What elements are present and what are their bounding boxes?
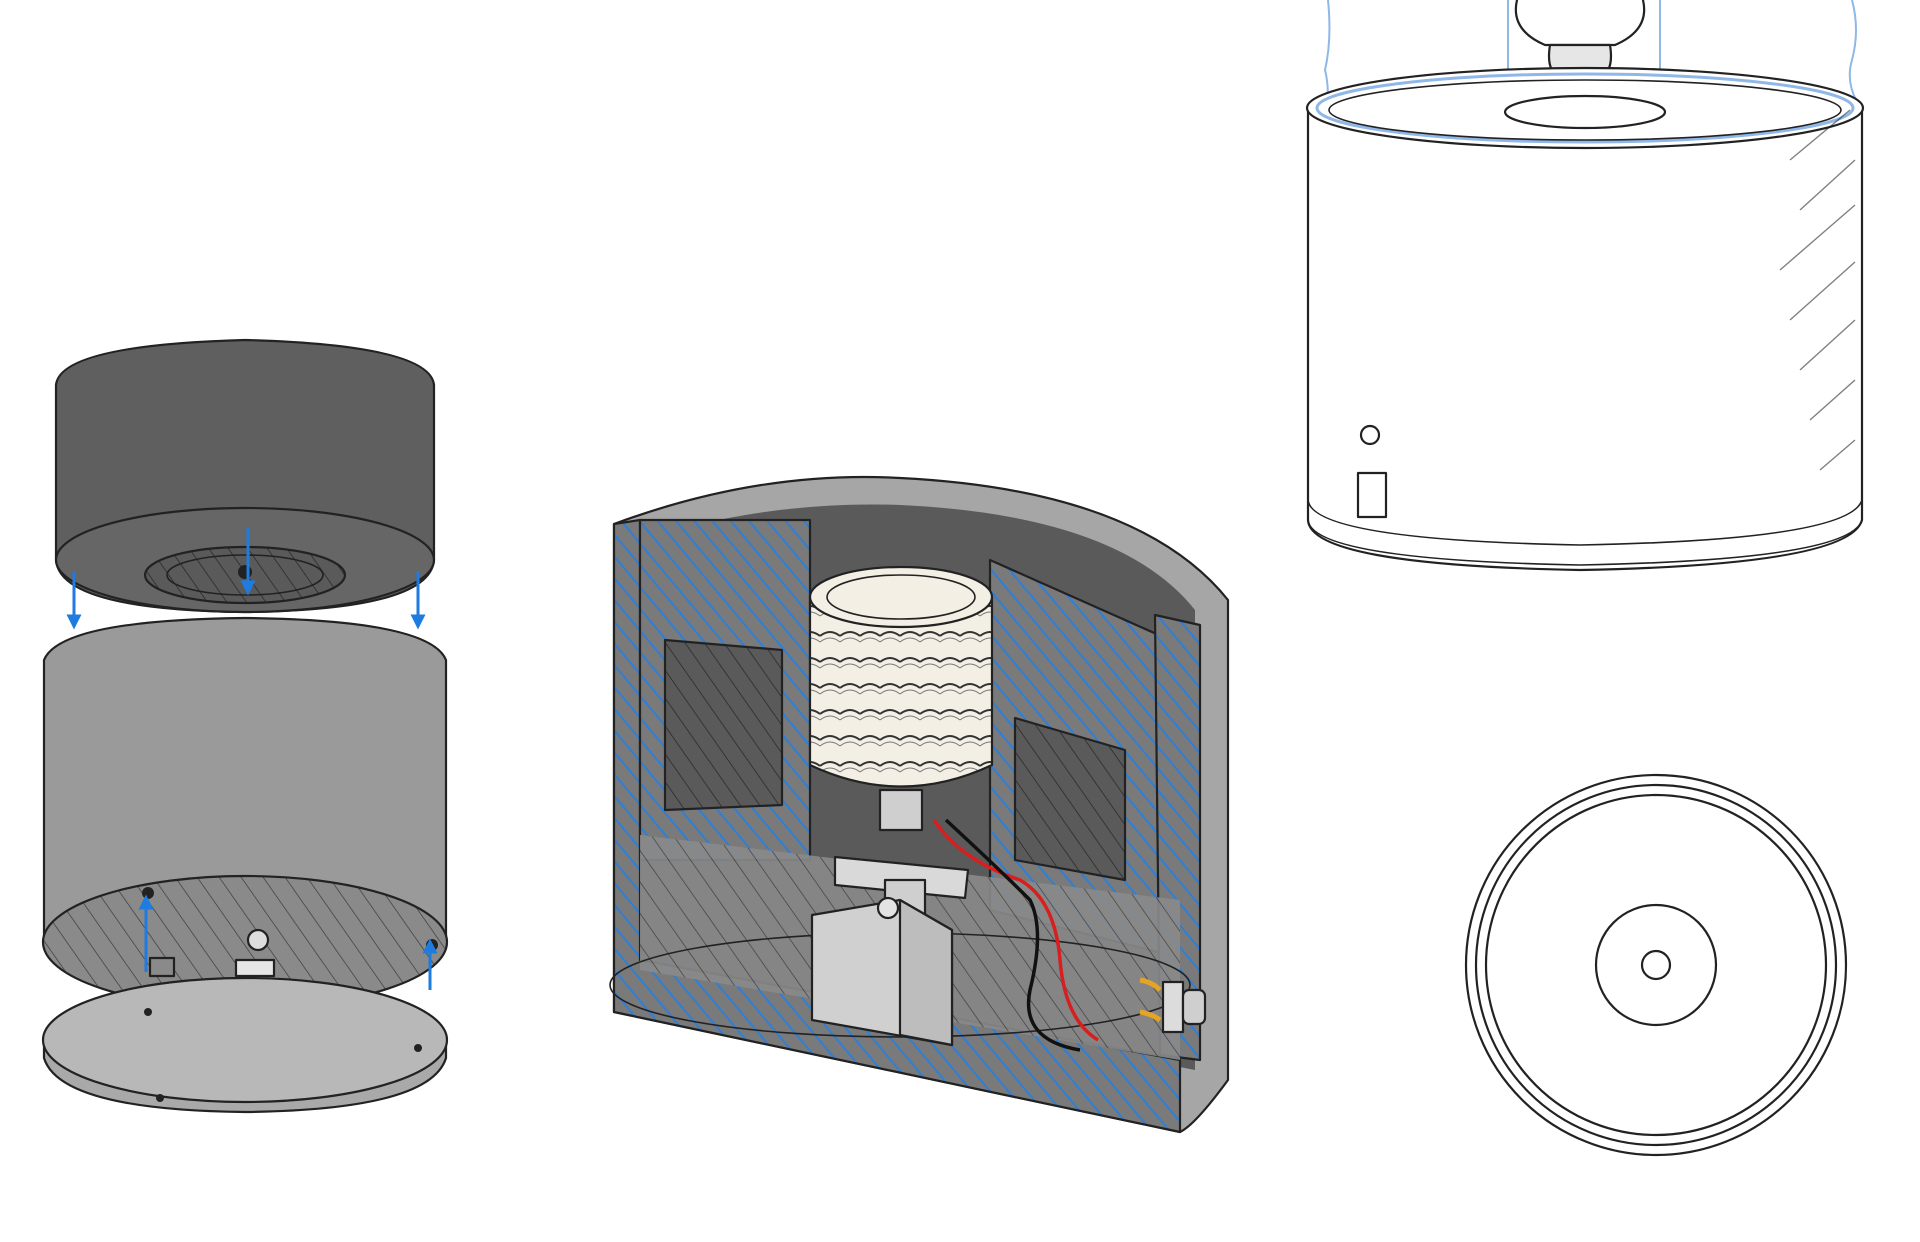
assembled-body: [1305, 66, 1865, 572]
top-view: [1464, 773, 1848, 1157]
assembly-arrows: [66, 528, 438, 990]
wire-black: [944, 818, 1081, 1052]
power-switch: [1139, 977, 1207, 1034]
base-plate: [41, 976, 449, 1114]
main-body: [41, 616, 449, 1010]
wire-red: [932, 819, 1099, 1042]
exploded-view: [41, 338, 449, 1114]
cutaway-section-view: [609, 475, 1230, 1134]
top-lid: [54, 338, 436, 614]
chamber-right: [1013, 716, 1127, 882]
filter-cartridge: [808, 565, 994, 832]
assembled-view: [1305, 0, 1865, 572]
motor: [810, 896, 954, 1047]
body-shading: [1779, 109, 1856, 471]
chamber-left: [663, 638, 784, 812]
